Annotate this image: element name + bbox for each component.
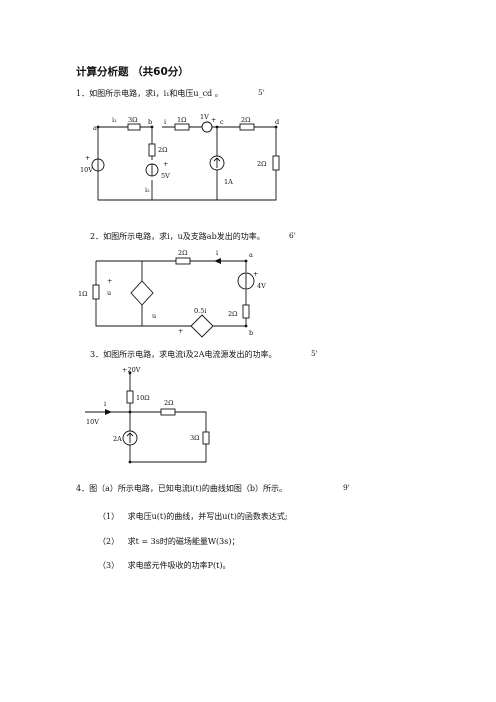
q4-subitem-1: （1） 求电压u(t)的曲线，并写出u(t)的函数表达式; [98, 511, 288, 522]
resistor-2ohm-middle [148, 143, 156, 157]
r-ab-label: 2Ω [228, 310, 238, 318]
resistor-3ohm [127, 123, 141, 131]
resistor-2ohm-ab [242, 304, 250, 319]
svg-text:+: + [85, 154, 90, 162]
ctrl-label: 0.5i [194, 307, 206, 315]
r1-label: 10Ω [136, 394, 150, 402]
voltage-u-label: u [107, 289, 111, 297]
node-c-label: c [220, 118, 224, 126]
question-3-text: 3．如图所示电路，求电流i及2A电流源发出的功率。 [90, 350, 277, 359]
svg-text:+: + [253, 270, 258, 278]
dependent-source-05i [190, 314, 214, 338]
question-2-points: 6' [289, 231, 296, 240]
svg-text:+: + [107, 277, 112, 285]
i-src-label: 1A [224, 178, 233, 186]
resistor-2ohm-right [272, 155, 280, 171]
resistor-2ohm-top [239, 123, 255, 131]
v1-label: 1V [200, 113, 209, 121]
q4-subitem-1-text: 求电压u(t)的曲线，并写出u(t)的函数表达式; [127, 512, 288, 521]
current-i-label: i [104, 400, 106, 408]
node-b-label: b [148, 118, 152, 126]
section-title: 计算分析题 （共60分） [76, 66, 189, 78]
dependent-voltage-source [130, 280, 154, 306]
current-i-label: i [216, 249, 218, 257]
current-i2-label: i₂ [145, 186, 150, 194]
node-a-label: a [93, 124, 97, 132]
q4-subitem-3-text: 求电感元件吸收的功率P(t)。 [127, 561, 231, 570]
q4-subitem-2: （2） 求t = 3s时的磁场能量W(3s)； [98, 536, 240, 547]
r3-label: 3Ω [190, 434, 200, 442]
v-top-label: +20V [122, 366, 141, 374]
resistor-2ohm-top [175, 257, 191, 265]
resistor-2ohm [160, 408, 176, 416]
question-2-text: 2．如图所示电路，求i，u及支路ab发出的功率。 [90, 232, 265, 241]
v5-label: 5V [161, 172, 170, 180]
voltage-source-1v [201, 121, 213, 133]
v-left-label: 10V [86, 418, 99, 426]
q4-subitem-3-num: （3） [98, 561, 120, 570]
node-b-label: b [249, 329, 253, 337]
svg-text:+: + [163, 160, 168, 168]
r-left-label: 1Ω [78, 290, 88, 298]
question-4: 4．图（a）所示电路，已知电流i(t)的曲线如图（b）所示。 [76, 483, 287, 494]
question-1-text: 1．如图所示电路，求i，i₁和电压u_cd 。 [76, 89, 223, 98]
current-i1-label: i₁ [112, 116, 117, 124]
node-a-label: a [249, 251, 253, 259]
i-src-label: 2A [113, 435, 122, 443]
q4-subitem-2-num: （2） [98, 537, 120, 546]
question-4-points: 9' [343, 483, 350, 492]
r-ab-label: 3Ω [128, 116, 138, 124]
r-top-label: 2Ω [241, 116, 251, 124]
r-right-label: 2Ω [257, 160, 267, 168]
q4-subitem-1-num: （1） [98, 512, 120, 521]
resistor-1ohm-left [92, 284, 100, 300]
question-3-points: 5' [311, 349, 318, 358]
r-bc-label: 1Ω [177, 116, 187, 124]
resistor-1ohm [174, 123, 190, 131]
question-2: 2．如图所示电路，求i，u及支路ab发出的功率。 [90, 231, 265, 242]
v-src-label: 4V [257, 282, 266, 290]
node-d-label: d [275, 118, 279, 126]
question-4-text: 4．图（a）所示电路，已知电流i(t)的曲线如图（b）所示。 [76, 484, 287, 493]
voltage-u2-label: u [152, 312, 156, 320]
svg-text:+: + [178, 327, 183, 335]
resistor-3ohm [202, 431, 210, 445]
current-i-label: i [164, 118, 166, 126]
question-1: 1．如图所示电路，求i，i₁和电压u_cd 。 [76, 88, 223, 99]
r-vert-label: 2Ω [158, 146, 168, 154]
resistor-10ohm [126, 390, 134, 404]
q4-subitem-2-text: 求t = 3s时的磁场能量W(3s)； [127, 537, 240, 546]
question-3: 3．如图所示电路，求电流i及2A电流源发出的功率。 [90, 349, 277, 360]
q4-subitem-3: （3） 求电感元件吸收的功率P(t)。 [98, 560, 230, 571]
question-1-points: 5' [258, 88, 265, 97]
svg-text:+: + [211, 116, 216, 124]
r-top-label: 2Ω [178, 249, 188, 257]
v-src-label: 10V [80, 166, 93, 174]
r2-label: 2Ω [164, 399, 174, 407]
